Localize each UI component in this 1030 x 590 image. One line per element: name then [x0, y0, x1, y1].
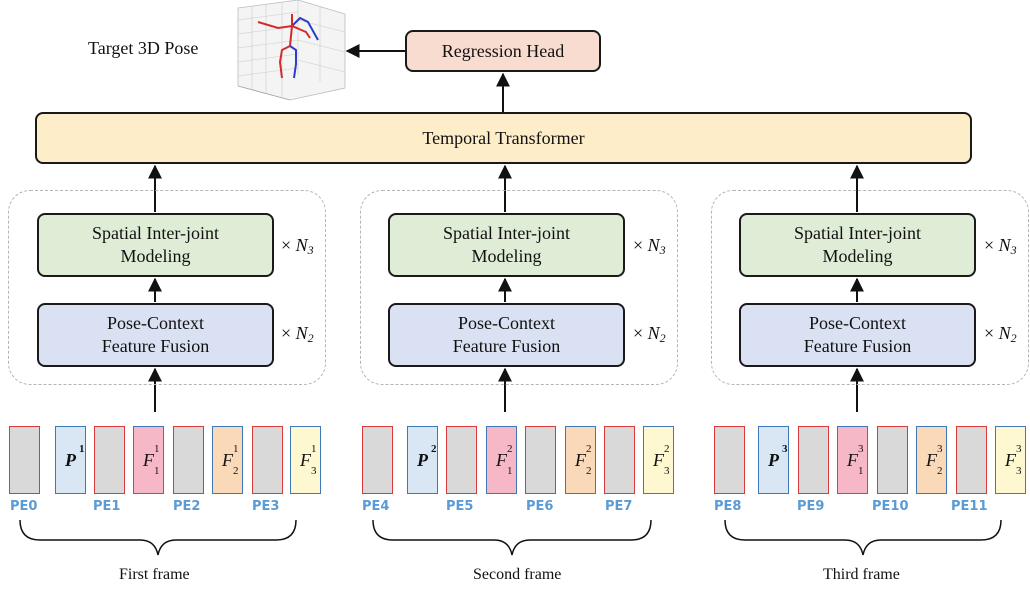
pe-label: PE2	[173, 499, 201, 514]
context-token	[94, 426, 125, 494]
spatial-label-line2: Modeling	[120, 246, 191, 266]
multiplier-n2-2: × N2	[633, 323, 666, 345]
context-token	[798, 426, 829, 494]
pe-label: PE3	[252, 499, 280, 514]
pe-label: PE1	[93, 499, 121, 514]
spatial-label-line1: Spatial Inter-joint	[793, 223, 922, 243]
context-token	[252, 426, 283, 494]
multiplier-n2-1: × N2	[281, 323, 314, 345]
pe-label: PE6	[526, 499, 554, 514]
pe-label: PE10	[872, 499, 909, 514]
pe-label: PE5	[446, 499, 474, 514]
fusion-label-line1: Pose-Context	[809, 313, 906, 333]
frame-group-2	[360, 190, 678, 385]
pe-label: PE8	[714, 499, 742, 514]
multiplier-n2-3: × N2	[984, 323, 1017, 345]
context-token	[446, 426, 477, 494]
spatial-label-line1: Spatial Inter-joint	[91, 223, 220, 243]
brace-third-frame	[724, 519, 1002, 556]
frame-group-1	[8, 190, 326, 385]
context-token	[604, 426, 635, 494]
fusion-label-line1: Pose-Context	[458, 313, 555, 333]
pe-label: PE0	[10, 499, 38, 514]
spatial-label-line2: Modeling	[471, 246, 542, 266]
regression-head-block: Regression Head	[405, 30, 601, 72]
temporal-transformer-label: Temporal Transformer	[422, 127, 585, 148]
context-token	[9, 426, 40, 494]
multiplier-n3-2: × N3	[633, 235, 666, 257]
context-token	[362, 426, 393, 494]
context-token	[956, 426, 987, 494]
multiplier-n3-3: × N3	[984, 235, 1017, 257]
fusion-label-line1: Pose-Context	[107, 313, 204, 333]
brace-first-frame	[19, 519, 297, 556]
frame-caption: Third frame	[823, 566, 900, 583]
target-3d-pose-label: Target 3D Pose	[88, 38, 199, 58]
fusion-label-line2: Feature Fusion	[452, 336, 561, 356]
context-token	[877, 426, 908, 494]
multiplier-n3-1: × N3	[281, 235, 314, 257]
spatial-label-line1: Spatial Inter-joint	[442, 223, 571, 243]
frame-caption: First frame	[119, 566, 190, 583]
pe-label: PE4	[362, 499, 390, 514]
pe-label: PE7	[605, 499, 633, 514]
context-token	[173, 426, 204, 494]
pose-3d-plot-icon	[237, 0, 346, 101]
temporal-transformer-block: Temporal Transformer	[35, 112, 972, 164]
fusion-label-line2: Feature Fusion	[101, 336, 210, 356]
fusion-label-line2: Feature Fusion	[803, 336, 912, 356]
regression-head-label: Regression Head	[441, 40, 565, 61]
spatial-label-line2: Modeling	[822, 246, 893, 266]
frame-caption: Second frame	[473, 566, 562, 583]
frame-group-3	[711, 190, 1029, 385]
pe-label: PE9	[797, 499, 825, 514]
brace-second-frame	[372, 519, 652, 556]
context-token	[525, 426, 556, 494]
pe-label: PE11	[951, 499, 988, 514]
context-token	[714, 426, 745, 494]
